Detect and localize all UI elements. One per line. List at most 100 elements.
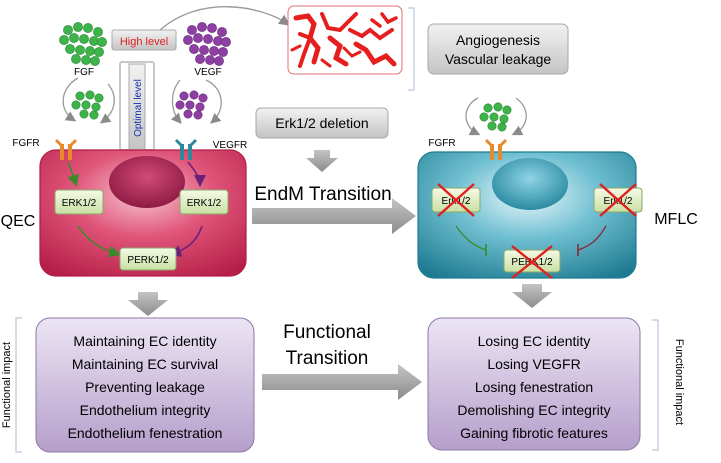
fgf-dot	[479, 112, 489, 122]
mflc-inhibit-right	[577, 225, 607, 251]
left-impacts-item: Maintaining EC survival	[72, 356, 218, 372]
right-impacts-item: Losing fenestration	[475, 379, 593, 395]
mflc-erk-right-x-icon	[599, 183, 637, 217]
fgf-dot	[71, 100, 81, 110]
fgfr-receptor-left	[54, 138, 78, 160]
right-impacts-item: Losing VEGFR	[487, 356, 580, 372]
left-impacts-item: Maintaining EC identity	[73, 333, 216, 349]
vessel-network	[290, 12, 398, 68]
vegf-dot	[193, 110, 203, 120]
mflc-inhibit-left	[455, 225, 487, 251]
mflc-perk-x-icon	[511, 245, 553, 279]
fgf-circular-arrow-right	[99, 83, 115, 124]
left-impact-box	[35, 317, 255, 453]
fgfr-label-right: FGFR	[428, 138, 455, 149]
fgf-dot	[93, 27, 103, 37]
qec-fgfr-to-erk-arrow	[67, 161, 79, 187]
fgf-dot	[69, 33, 79, 43]
fgf-dot	[91, 102, 101, 112]
fgf-dot	[502, 105, 512, 115]
vegfr-receptor	[174, 138, 198, 160]
fgfr-label-left: FGFR	[12, 138, 39, 149]
vegf-circular-arrow-left	[171, 79, 182, 124]
right-impacts-item: Losing EC identity	[478, 333, 591, 349]
angiogenesis-label-line2: Vascular leakage	[445, 51, 552, 67]
vegf-dot	[207, 23, 217, 33]
angiogenesis-label-line1: Angiogenesis	[456, 32, 540, 48]
mflc-fgf-circular-arrow-left	[465, 97, 481, 136]
qec-perk-box	[119, 247, 177, 271]
qec-erk-left-label: ERK1/2	[62, 198, 97, 209]
erk-deletion-box	[255, 107, 389, 139]
right-impacts-item: Gaining fibrotic features	[460, 425, 608, 441]
fgf-dot	[71, 54, 81, 64]
vegf-dot	[205, 55, 215, 65]
qec-nucleus	[109, 156, 185, 208]
fgf-dot	[83, 23, 93, 33]
fgf-dot	[85, 90, 95, 100]
vegf-dot	[189, 90, 199, 100]
qec-erk-right-box	[179, 189, 229, 215]
fgf-dot	[497, 122, 507, 132]
left-impacts-item: Endothelium integrity	[80, 402, 211, 418]
functional-transition-arrow	[262, 364, 422, 400]
vegf-dot	[195, 102, 205, 112]
functional-impact-label-right: Functional impact	[673, 339, 685, 425]
fgf-dot	[85, 46, 95, 56]
fgf-dot	[73, 22, 83, 32]
vegf-dot	[183, 35, 193, 45]
right-impacts-item: Demolishing EC integrity	[457, 402, 610, 418]
fgf-dot	[79, 34, 89, 44]
qec-erk-left-box	[54, 189, 104, 215]
fgf-dot	[63, 25, 73, 35]
fgf-cluster-mflc	[479, 102, 512, 132]
functional-transition-label-line2: Transition	[286, 348, 369, 369]
endm-transition-arrow	[252, 198, 416, 234]
fgf-dot	[75, 45, 85, 55]
fgf-dot	[94, 47, 104, 57]
fgf-dot	[89, 110, 99, 120]
optimal-level-label: Optimal level	[133, 79, 144, 137]
fgf-cluster-high	[59, 22, 107, 66]
vegf-dot	[193, 33, 203, 43]
right-impact-bracket	[652, 319, 659, 451]
mflc-label: MFLC	[654, 211, 698, 228]
vegf-dot	[183, 109, 193, 119]
high-level-label: High level	[120, 36, 168, 48]
vegf-dot	[197, 22, 207, 32]
qec-erk-right-label: ERK1/2	[187, 198, 222, 209]
functional-transition-label-line1: Functional	[283, 322, 371, 343]
fgf-dot	[81, 100, 91, 110]
angiogenesis-bracket	[408, 7, 415, 91]
vegfr-label: VEGFR	[213, 140, 247, 151]
vegf-dot	[185, 100, 195, 110]
vegf-dot	[217, 27, 227, 37]
vegf-dot	[209, 46, 219, 56]
vegf-cluster-optimal	[175, 90, 208, 120]
right-impact-box	[427, 317, 641, 451]
vegf-dot	[199, 45, 209, 55]
vegf-dot	[195, 54, 205, 64]
erk-deletion-label: Erk1/2 deletion	[275, 115, 368, 131]
fgf-label: FGF	[74, 67, 94, 78]
vegf-dot	[175, 100, 185, 110]
fgf-dot	[499, 114, 509, 124]
fgf-dot	[489, 112, 499, 122]
vegf-dot	[179, 91, 189, 101]
qec-down-arrow	[128, 292, 168, 316]
fgf-dot	[90, 56, 100, 66]
erk-deletion-down-arrow	[306, 150, 338, 172]
vegf-dot	[221, 37, 231, 47]
fgf-circular-arrow-left	[62, 77, 79, 122]
vegf-dot	[203, 34, 213, 44]
high-level-box	[111, 29, 177, 51]
mflc-fgf-circular-arrow-right	[511, 97, 527, 136]
vegf-cluster-high	[183, 22, 231, 66]
mflc-nucleus	[492, 158, 568, 210]
endm-transition-label: EndM Transition	[254, 184, 391, 205]
vegf-dot	[189, 44, 199, 54]
qec-label: QEC	[1, 213, 36, 230]
